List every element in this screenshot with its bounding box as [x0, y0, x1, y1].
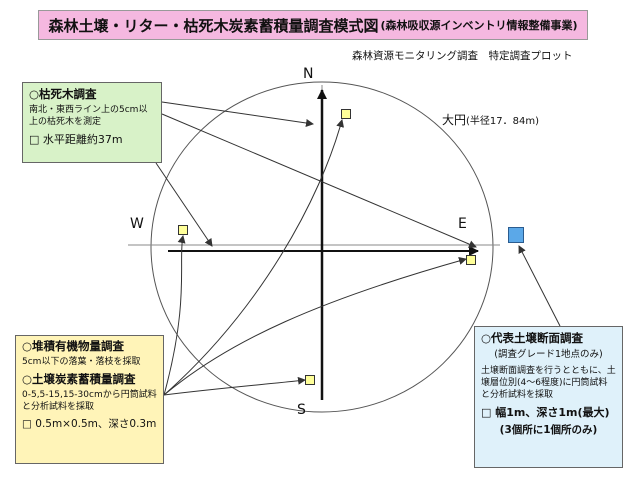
title-banner: 森林土壌・リター・枯死木炭素蓄積量調査模式図 (森林吸収源インベントリ情報整備事… [38, 10, 588, 40]
deadwood-description: 南北・東西ライン上の5cm以上の枯死木を測定 [29, 105, 148, 127]
soil-profile-pit [508, 227, 524, 243]
litter-plot-west [178, 225, 188, 235]
soil-profile-description: 土壌断面調査を行うとともに、土壌層位別(4～6程度)に円筒試料と分析試料を採取 [481, 366, 616, 400]
subtitle: 森林資源モニタリング調査 特定調査プロット [352, 50, 573, 62]
arrow-litter-2 [163, 119, 344, 396]
arrow-deadwood-2 [161, 113, 477, 248]
large-plot-circle [150, 81, 494, 413]
title-sub: (森林吸収源インベントリ情報整備事業) [380, 19, 578, 32]
direction-west: W [130, 216, 144, 232]
deadwood-survey-box: ○枯死木調査 南北・東西ライン上の5cm以上の枯死木を測定 □ 水平距離約37m [22, 82, 162, 163]
soil-profile-note: (調査グレード1地点のみ) [494, 349, 603, 360]
deadwood-spec: □ 水平距離約37m [29, 133, 123, 146]
soil-profile-spec: □ 幅1m、深さ1m(最大) [481, 406, 610, 419]
litter-plot-north [341, 109, 351, 119]
soil-carbon-heading: ○土壌炭素蓄積量調査 [22, 372, 136, 386]
litter-description: 5cm以下の落葉・落枝を採取 [22, 357, 141, 367]
arrow-litter-3 [163, 257, 467, 396]
title-main: 森林土壌・リター・枯死木炭素蓄積量調査模式図 [48, 16, 379, 35]
direction-north: N [303, 66, 314, 82]
large-circle-label: 大円(半径17．84m) [442, 111, 539, 128]
large-circle-name: 大円 [442, 113, 467, 127]
arrow-deadwood-3 [155, 162, 213, 247]
litter-soil-survey-box: ○堆積有機物量調査 5cm以下の落葉・落枝を採取 ○土壌炭素蓄積量調査 0-5,… [15, 335, 164, 464]
large-circle-radius: (半径17．84m) [466, 116, 540, 127]
litter-spec: □ 0.5m×0.5m、深さ0.3m [22, 418, 157, 430]
deadwood-heading: ○枯死木調査 [29, 87, 97, 101]
arrow-litter-4 [163, 376, 306, 396]
arrow-soil-profile [518, 245, 561, 327]
litter-plot-east [466, 255, 476, 265]
direction-east: E [458, 216, 467, 232]
soil-profile-note2: (3個所に1個所のみ) [499, 424, 598, 436]
arrow-litter-1 [163, 235, 186, 396]
litter-plot-south [305, 375, 315, 385]
litter-heading: ○堆積有機物量調査 [22, 339, 125, 353]
soil-carbon-description: 0-5,5-15,15-30cmから円筒試料と分析試料を採取 [22, 390, 157, 412]
soil-profile-heading: ○代表土壌断面調査 [481, 331, 584, 345]
soil-profile-survey-box: ○代表土壌断面調査 (調査グレード1地点のみ) 土壌断面調査を行うとともに、土壌… [474, 326, 623, 468]
direction-south: S [297, 402, 306, 418]
arrow-deadwood-1 [161, 101, 314, 127]
